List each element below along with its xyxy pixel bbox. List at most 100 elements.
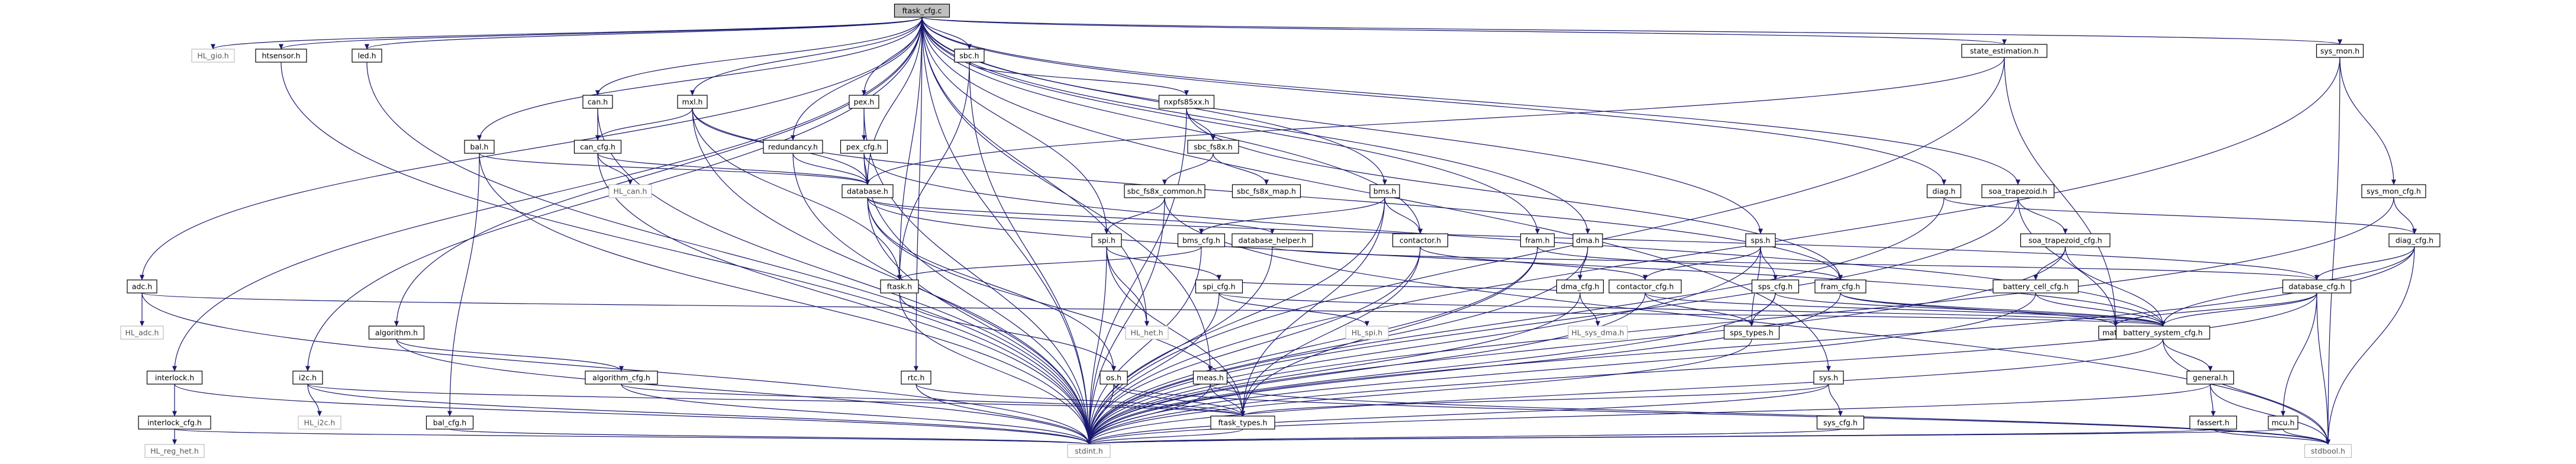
- node-database_cfg_h[interactable]: database_cfg.h: [2282, 279, 2352, 294]
- node-interlock_cfg_h[interactable]: interlock_cfg.h: [138, 415, 211, 430]
- node-stdint_h[interactable]: stdint.h: [1067, 444, 1111, 458]
- node-os_h[interactable]: os.h: [1100, 370, 1128, 385]
- node-box-meas_h: [1192, 370, 1228, 385]
- edge-redundancy_h-to-database_h: [792, 153, 870, 185]
- edge-meas_h-to-stdbool_h: [1210, 384, 2330, 445]
- edge-ftask_cfg_c-to-mxl_h: [690, 17, 923, 96]
- node-bms_h[interactable]: bms.h: [1369, 184, 1400, 198]
- node-battery_cell_cfg_h[interactable]: battery_cell_cfg.h: [1993, 279, 2079, 294]
- edge-spi_cfg_h-to-hl_spi_h: [1218, 292, 1369, 327]
- edge-contactor_cfg_h-to-battery_system_cfg_h: [1645, 292, 2165, 327]
- node-rtc_h[interactable]: rtc.h: [901, 370, 931, 385]
- node-mxl_h[interactable]: mxl.h: [677, 95, 708, 109]
- node-sys_h[interactable]: sys.h: [1813, 370, 1844, 385]
- edge-adc_h-to-battery_system_cfg_h: [141, 292, 2165, 327]
- node-fassert_h[interactable]: fassert.h: [2189, 415, 2238, 430]
- node-sbc_fs8x_h[interactable]: sbc_fs8x.h: [1187, 140, 1239, 154]
- node-ftask_cfg_c[interactable]: ftask_cfg.c: [894, 4, 950, 18]
- node-bal_h[interactable]: bal.h: [464, 140, 495, 154]
- node-label-interlock_cfg_h: interlock_cfg.h: [147, 418, 202, 427]
- node-diag_cfg_h[interactable]: diag_cfg.h: [2388, 233, 2440, 247]
- edge-ftask_h-to-os_h: [899, 292, 1116, 372]
- node-contactor_h[interactable]: contactor.h: [1392, 233, 1449, 247]
- edge-general_h-to-stdbool_h: [2210, 384, 2330, 445]
- node-bal_cfg_h[interactable]: bal_cfg.h: [425, 415, 474, 430]
- node-interlock_h[interactable]: interlock.h: [146, 370, 203, 385]
- node-box-sps_types_h: [1723, 326, 1780, 340]
- node-spi_cfg_h[interactable]: spi_cfg.h: [1195, 279, 1243, 294]
- node-hl_i2c_h[interactable]: HL_i2c.h: [298, 415, 341, 430]
- node-database_helper_h[interactable]: database_helper.h: [1231, 233, 1313, 247]
- node-stdbool_h[interactable]: stdbool.h: [2304, 444, 2352, 458]
- node-dma_h[interactable]: dma.h: [1572, 233, 1603, 247]
- node-fram_cfg_h[interactable]: fram_cfg.h: [1814, 279, 1866, 294]
- node-sbc_fs8x_common_h[interactable]: sbc_fs8x_common.h: [1124, 184, 1205, 198]
- node-hl_sys_dma_h[interactable]: HL_sys_dma.h: [1568, 326, 1628, 340]
- node-sbc_h[interactable]: sbc.h: [954, 49, 985, 63]
- node-hl_spi_h[interactable]: HL_spi.h: [1345, 326, 1389, 340]
- edge-ftask_cfg_c-to-can_h: [595, 17, 923, 96]
- node-pex_cfg_h[interactable]: pex_cfg.h: [840, 140, 888, 154]
- node-ftask_h[interactable]: ftask.h: [880, 279, 919, 294]
- node-sps_h[interactable]: sps.h: [1745, 233, 1776, 247]
- node-label-sys_h: sys.h: [1819, 373, 1838, 382]
- node-general_h[interactable]: general.h: [2186, 370, 2235, 385]
- node-nxpfs85xx_h[interactable]: nxpfs85xx.h: [1158, 95, 1215, 109]
- node-label-can_cfg_h: can_cfg.h: [580, 143, 615, 152]
- node-sps_cfg_h[interactable]: sps_cfg.h: [1751, 279, 1800, 294]
- edge-i2c_h-to-ftask_types_h: [307, 384, 1245, 417]
- node-can_h[interactable]: can.h: [582, 95, 613, 109]
- edge-bms_h-to-stdint_h: [1087, 197, 1385, 445]
- node-hl_reg_het_h[interactable]: HL_reg_het.h: [144, 444, 205, 458]
- node-can_cfg_h[interactable]: can_cfg.h: [573, 140, 622, 154]
- node-bms_cfg_h[interactable]: bms_cfg.h: [1177, 233, 1226, 247]
- node-hl_gio_h[interactable]: HL_gio.h: [191, 49, 235, 63]
- node-redundancy_h[interactable]: redundancy.h: [763, 140, 823, 154]
- node-sys_cfg_h[interactable]: sys_cfg.h: [1816, 415, 1865, 430]
- node-box-hl_het_h: [1125, 326, 1169, 340]
- node-contactor_cfg_h[interactable]: contactor_cfg.h: [1608, 279, 1682, 294]
- node-pex_h[interactable]: pex.h: [849, 95, 879, 109]
- node-label-sbc_fs8x_h: sbc_fs8x.h: [1194, 143, 1233, 152]
- node-led_h[interactable]: led.h: [352, 49, 382, 63]
- node-hl_adc_h[interactable]: HL_adc.h: [120, 326, 164, 340]
- node-adc_h[interactable]: adc.h: [127, 279, 157, 294]
- node-fram_h[interactable]: fram.h: [1520, 233, 1555, 247]
- node-battery_system_cfg_h[interactable]: battery_system_cfg.h: [2116, 326, 2210, 340]
- node-hl_can_h[interactable]: HL_can.h: [608, 184, 652, 198]
- node-box-sbc_h: [954, 49, 985, 63]
- node-sbc_fs8x_map_h[interactable]: sbc_fs8x_map.h: [1231, 184, 1301, 198]
- edge-os_h-to-ftask_types_h: [1113, 384, 1245, 417]
- node-label-pex_h: pex.h: [854, 98, 875, 107]
- node-ftask_types_h[interactable]: ftask_types.h: [1210, 415, 1275, 430]
- node-box-hl_can_h: [608, 184, 652, 198]
- node-diag_h[interactable]: diag.h: [1926, 184, 1962, 198]
- node-algorithm_cfg_h[interactable]: algorithm_cfg.h: [585, 370, 658, 385]
- edge-mxl_h-to-can_cfg_h: [595, 108, 693, 141]
- edge-ftask_h-to-stdint_h: [899, 292, 1091, 445]
- node-spi_h[interactable]: spi.h: [1091, 233, 1122, 247]
- node-soa_trapezoid_cfg_h[interactable]: soa_trapezoid_cfg.h: [2020, 233, 2111, 247]
- node-label-ftask_cfg_c: ftask_cfg.c: [902, 7, 942, 15]
- edge-sys_h-to-ftask_types_h: [1240, 384, 1829, 417]
- node-sys_mon_h[interactable]: sys_mon.h: [2316, 44, 2364, 58]
- node-dma_cfg_h[interactable]: dma_cfg.h: [1556, 279, 1604, 294]
- node-soa_trapezoid_h[interactable]: soa_trapezoid.h: [1981, 184, 2055, 198]
- node-sps_types_h[interactable]: sps_types.h: [1723, 326, 1780, 340]
- node-meas_h[interactable]: meas.h: [1192, 370, 1228, 385]
- node-i2c_h[interactable]: i2c.h: [292, 370, 323, 385]
- node-label-rtc_h: rtc.h: [908, 373, 925, 382]
- node-label-sps_h: sps.h: [1751, 236, 1771, 245]
- node-hl_het_h[interactable]: HL_het.h: [1125, 326, 1169, 340]
- node-state_estimation_h[interactable]: state_estimation.h: [1961, 44, 2048, 58]
- edge-sbc_h-to-ftask_h: [897, 62, 970, 281]
- node-mcu_h[interactable]: mcu.h: [2268, 415, 2298, 430]
- node-database_h[interactable]: database.h: [842, 184, 894, 198]
- node-htsensor_h[interactable]: htsensor.h: [255, 49, 307, 63]
- node-label-meas_h: meas.h: [1197, 373, 1224, 382]
- edge-can_cfg_h-to-stdint_h: [597, 153, 1091, 445]
- node-algorithm_h[interactable]: algorithm.h: [368, 326, 425, 340]
- node-sys_mon_cfg_h[interactable]: sys_mon_cfg.h: [2361, 184, 2426, 198]
- node-box-can_h: [582, 95, 613, 109]
- edge-algorithm_cfg_h-to-ftask_types_h: [621, 384, 1245, 417]
